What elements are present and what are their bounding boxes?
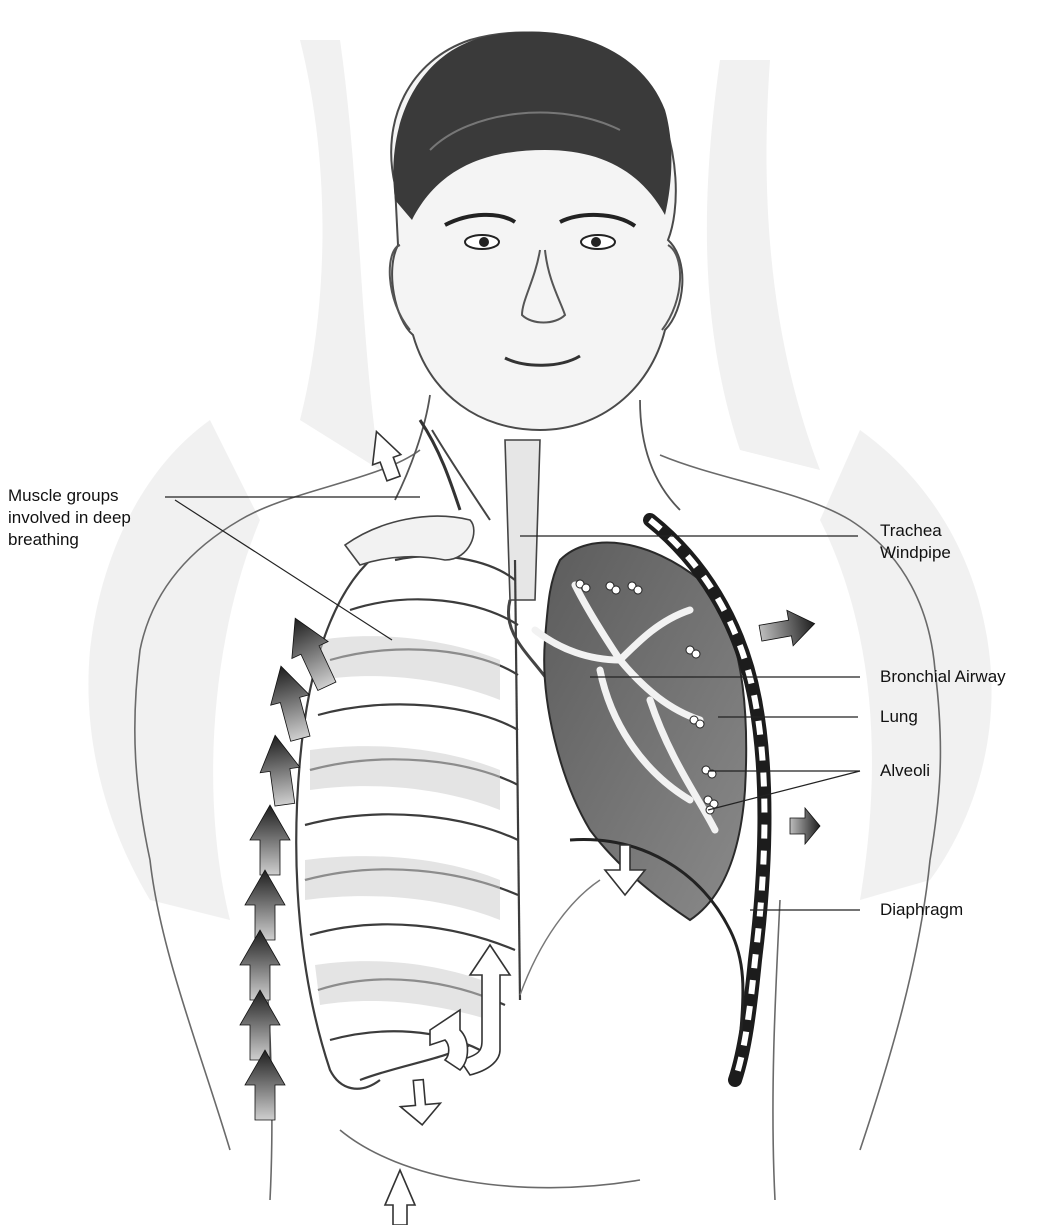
- label-lung: Lung: [880, 706, 918, 728]
- rib-shading: [305, 636, 500, 1020]
- label-trachea: Trachea Windpipe: [880, 520, 951, 564]
- label-alveoli: Alveoli: [880, 760, 930, 782]
- label-muscle-groups-line-1: Muscle groups: [8, 485, 131, 507]
- head: [390, 32, 683, 430]
- label-trachea-line-1: Trachea: [880, 520, 951, 542]
- label-trachea-line-2: Windpipe: [880, 542, 951, 564]
- label-muscle-groups: Muscle groups involved in deep breathing: [8, 485, 131, 551]
- label-muscle-groups-line-3: breathing: [8, 529, 131, 551]
- label-muscle-groups-line-2: involved in deep: [8, 507, 131, 529]
- label-diaphragm: Diaphragm: [880, 899, 963, 921]
- label-bronchial-airway: Bronchial Airway: [880, 666, 1006, 688]
